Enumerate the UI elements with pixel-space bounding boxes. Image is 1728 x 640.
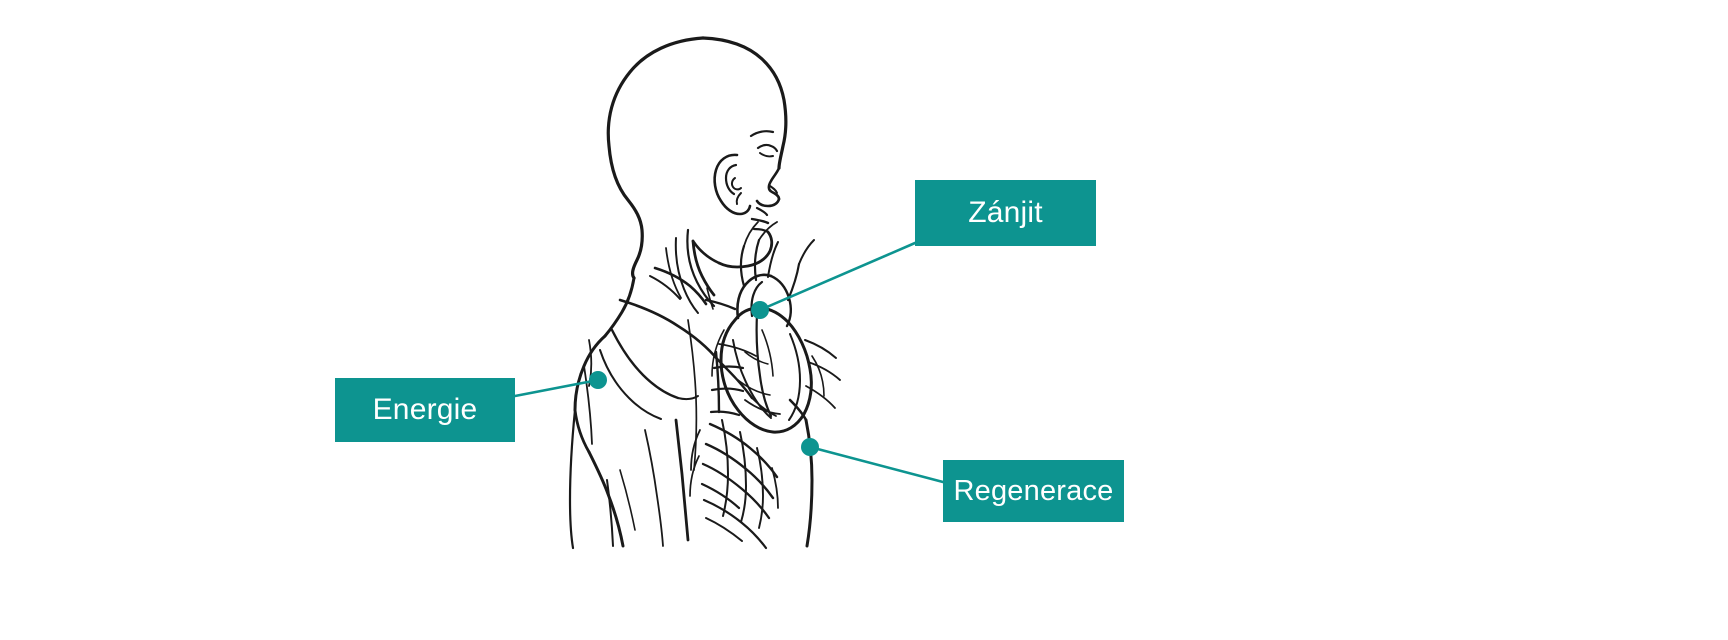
callout-label-text-energie: Energie <box>372 393 478 426</box>
connector-line-regenerace <box>808 445 945 484</box>
callout-label-text-regenerace: Regenerace <box>953 474 1114 507</box>
anchor-dot-energie[interactable] <box>589 371 607 389</box>
callout-label-text-zanjit: Zánjit <box>968 196 1043 229</box>
anchor-dot-zanjit[interactable] <box>751 301 769 319</box>
connector-line-zanjit <box>758 241 917 312</box>
callout-label-energie[interactable]: Energie <box>335 378 515 442</box>
anchor-dot-regenerace[interactable] <box>801 438 819 456</box>
connector-line-energie <box>513 378 600 398</box>
callout-label-zanjit[interactable]: Zánjit <box>915 180 1096 246</box>
callout-label-regenerace[interactable]: Regenerace <box>943 460 1124 522</box>
